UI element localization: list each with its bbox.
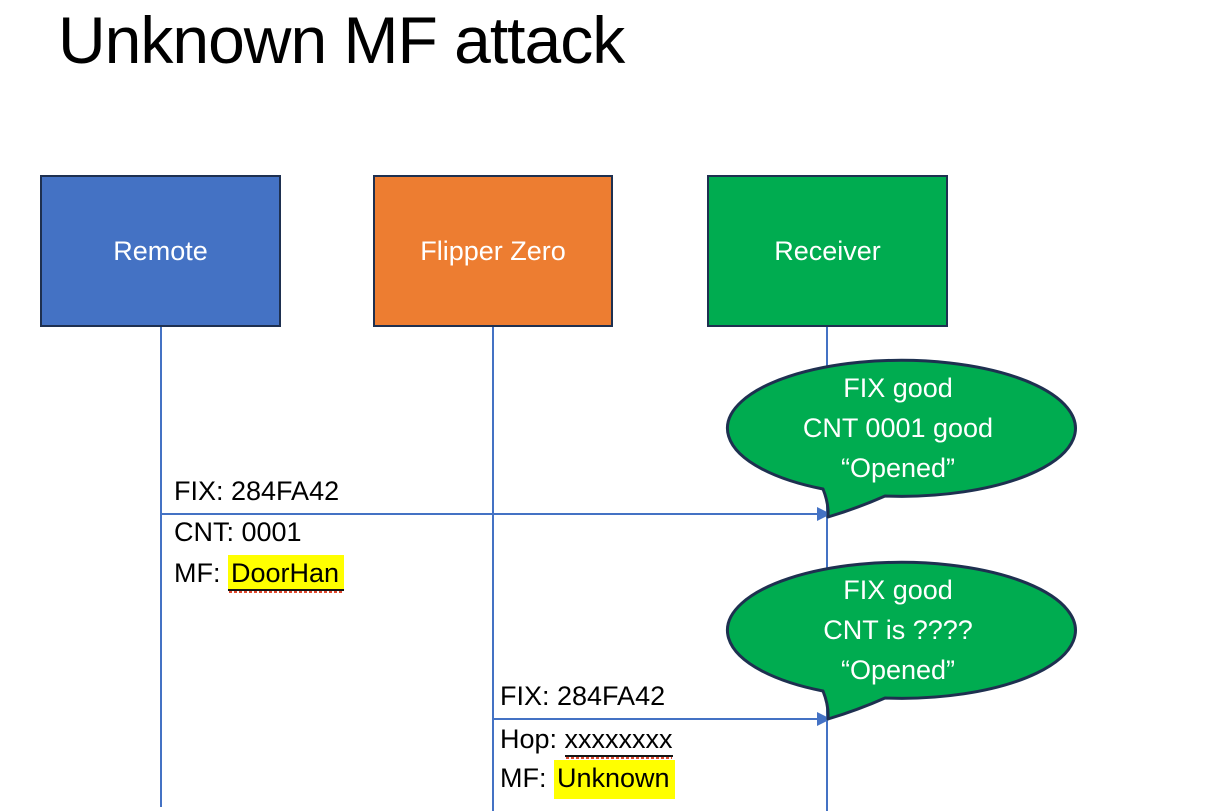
callout-2-line-3: “Opened”	[840, 655, 956, 685]
message-1-line-3: MF: DoorHan	[174, 555, 345, 591]
message-1-line-2: CNT: 0001	[174, 517, 302, 547]
message-2-line-2: Hop: xxxxxxxx	[500, 722, 673, 757]
message-1-line-1: FIX: 284FA42	[174, 476, 340, 506]
underlined-value-hop: xxxxxxxx	[564, 724, 673, 757]
callout-1-line-1: FIX good	[843, 373, 953, 403]
actor-label-receiver: Receiver	[774, 235, 881, 266]
message-1-line-3-label: MF:	[174, 558, 228, 588]
actor-box-receiver: Receiver	[707, 175, 948, 327]
callout-1-text: FIX good CNT 0001 good “Opened”	[724, 368, 1072, 488]
actor-label-flipper-zero: Flipper Zero	[420, 235, 566, 266]
highlighted-value-unknown: Unknown	[554, 760, 675, 799]
message-2-line-3: MF: Unknown	[500, 760, 675, 799]
actor-label-remote: Remote	[113, 235, 208, 266]
callout-1-line-2: CNT 0001 good	[802, 413, 994, 443]
message-2-line-3-label: MF:	[500, 763, 554, 793]
arrow-head-1-icon	[817, 507, 831, 521]
actor-box-flipper-zero: Flipper Zero	[373, 175, 613, 327]
highlighted-value-doorhan: DoorHan	[228, 555, 345, 591]
callout-2-line-2: CNT is ????	[823, 615, 973, 645]
page-title: Unknown MF attack	[58, 3, 625, 77]
message-2-line-1: FIX: 284FA42	[500, 681, 666, 711]
message-arrow-flipper-to-receiver	[494, 712, 831, 726]
message-2-line-2-label: Hop:	[500, 724, 565, 754]
arrow-head-2-icon	[817, 712, 831, 726]
callout-1-line-3: “Opened”	[840, 453, 956, 483]
callout-2-text: FIX good CNT is ???? “Opened”	[724, 570, 1072, 690]
callout-2-line-1: FIX good	[843, 575, 953, 605]
actor-box-remote: Remote	[40, 175, 281, 327]
message-arrow-remote-to-receiver	[162, 507, 831, 521]
